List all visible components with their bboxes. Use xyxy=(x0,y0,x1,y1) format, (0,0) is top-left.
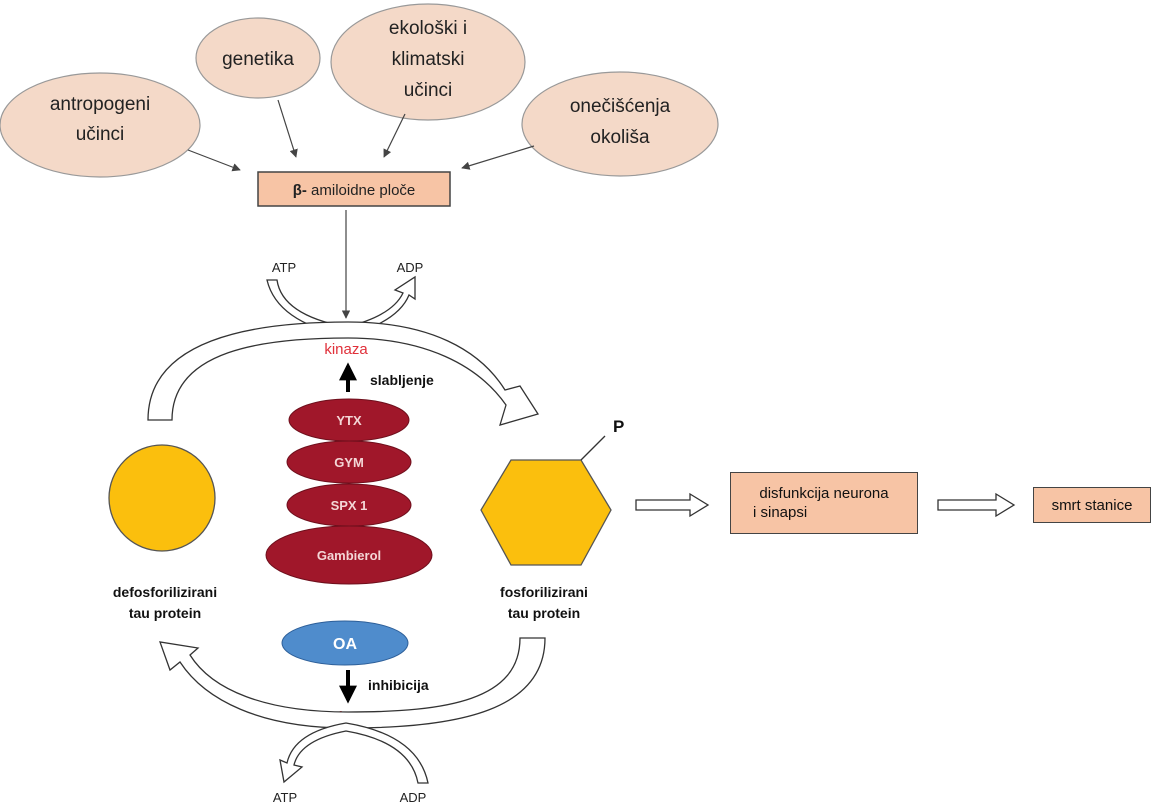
cause-ecological: ekološki i klimatski učinci xyxy=(330,3,526,121)
dephosphorylated-tau-circle xyxy=(108,444,216,552)
top-adp-label: ADP xyxy=(397,260,424,275)
cause-anthropogenic-line1: antropogeni xyxy=(50,94,150,115)
cell-death-box: smrt stanice xyxy=(1033,487,1151,523)
oa-label: OA xyxy=(333,636,357,653)
toxin-gym: GYM xyxy=(286,440,412,484)
arrow-pollution xyxy=(461,145,535,170)
arrow-to-cell-death xyxy=(937,492,1016,518)
phosphate-label: P xyxy=(613,417,624,436)
cause-anthropogenic: antropogeni učinci xyxy=(0,72,201,178)
cause-ecological-line1: ekološki i xyxy=(389,18,467,39)
weakening-label: slabljenje xyxy=(370,372,434,388)
toxin-ytx: YTX xyxy=(288,398,410,442)
svg-text:β- amiloidne ploče: β- amiloidne ploče xyxy=(293,182,416,199)
arrow-genetics xyxy=(277,99,298,158)
toxin-spx1: SPX 1 xyxy=(286,483,412,527)
bottom-atp-adp-arrow xyxy=(279,722,429,784)
bottom-cycle-arc-arrow xyxy=(159,637,546,729)
cause-pollution-line1: onečišćenja xyxy=(570,96,671,117)
toxin-spx1-label: SPX 1 xyxy=(331,498,368,513)
amyloid-label: amiloidne ploče xyxy=(307,182,415,199)
neuron-dysfunction-line1: disfunkcija neurona xyxy=(759,484,889,502)
cause-ecological-line3: učinci xyxy=(404,80,453,101)
toxin-gym-label: GYM xyxy=(334,455,364,470)
phosphorylated-tau-line2: tau protein xyxy=(508,605,580,621)
top-atp-label: ATP xyxy=(272,260,296,275)
toxin-gambierol: Gambierol xyxy=(265,525,433,585)
amyloid-prefix: β- xyxy=(293,182,307,199)
bottom-atp-label: ATP xyxy=(273,790,297,805)
arrow-anthropogenic xyxy=(187,149,241,172)
cause-genetics-label: genetika xyxy=(222,49,294,70)
inhibition-label: inhibicija xyxy=(368,677,429,693)
kinase-label: kinaza xyxy=(324,341,368,358)
cause-pollution: onečišćenja okoliša xyxy=(521,71,719,177)
okadaic-acid-oval: OA xyxy=(281,620,409,666)
dephosphorylated-tau-line2: tau protein xyxy=(129,605,201,621)
arrow-to-dysfunction xyxy=(635,492,710,518)
arrow-ecological xyxy=(383,113,406,158)
bottom-adp-label: ADP xyxy=(400,790,427,805)
toxin-gambierol-label: Gambierol xyxy=(317,548,381,563)
cause-ecological-line2: klimatski xyxy=(392,49,465,70)
cause-anthropogenic-line2: učinci xyxy=(76,124,125,145)
cause-pollution-line2: okoliša xyxy=(590,127,650,148)
cell-death-label: smrt stanice xyxy=(1051,496,1133,514)
neuron-dysfunction-line2: i sinapsi xyxy=(753,504,808,521)
dephosphorylated-tau-line1: defosforilizirani xyxy=(113,584,217,600)
phosphorylated-tau-line1: fosforilizirani xyxy=(500,584,588,600)
phosphate-bond xyxy=(580,435,606,461)
top-cycle-arc-arrow xyxy=(147,321,540,426)
phosphorylated-tau-hexagon xyxy=(480,459,612,566)
toxin-ytx-label: YTX xyxy=(336,413,362,428)
cause-genetics: genetika xyxy=(195,17,321,99)
top-atp-adp-arrow xyxy=(266,275,416,337)
amyloid-plaques-box: β- amiloidne ploče xyxy=(257,171,451,207)
neuron-dysfunction-box: disfunkcija neurona i sinapsi xyxy=(730,472,918,534)
